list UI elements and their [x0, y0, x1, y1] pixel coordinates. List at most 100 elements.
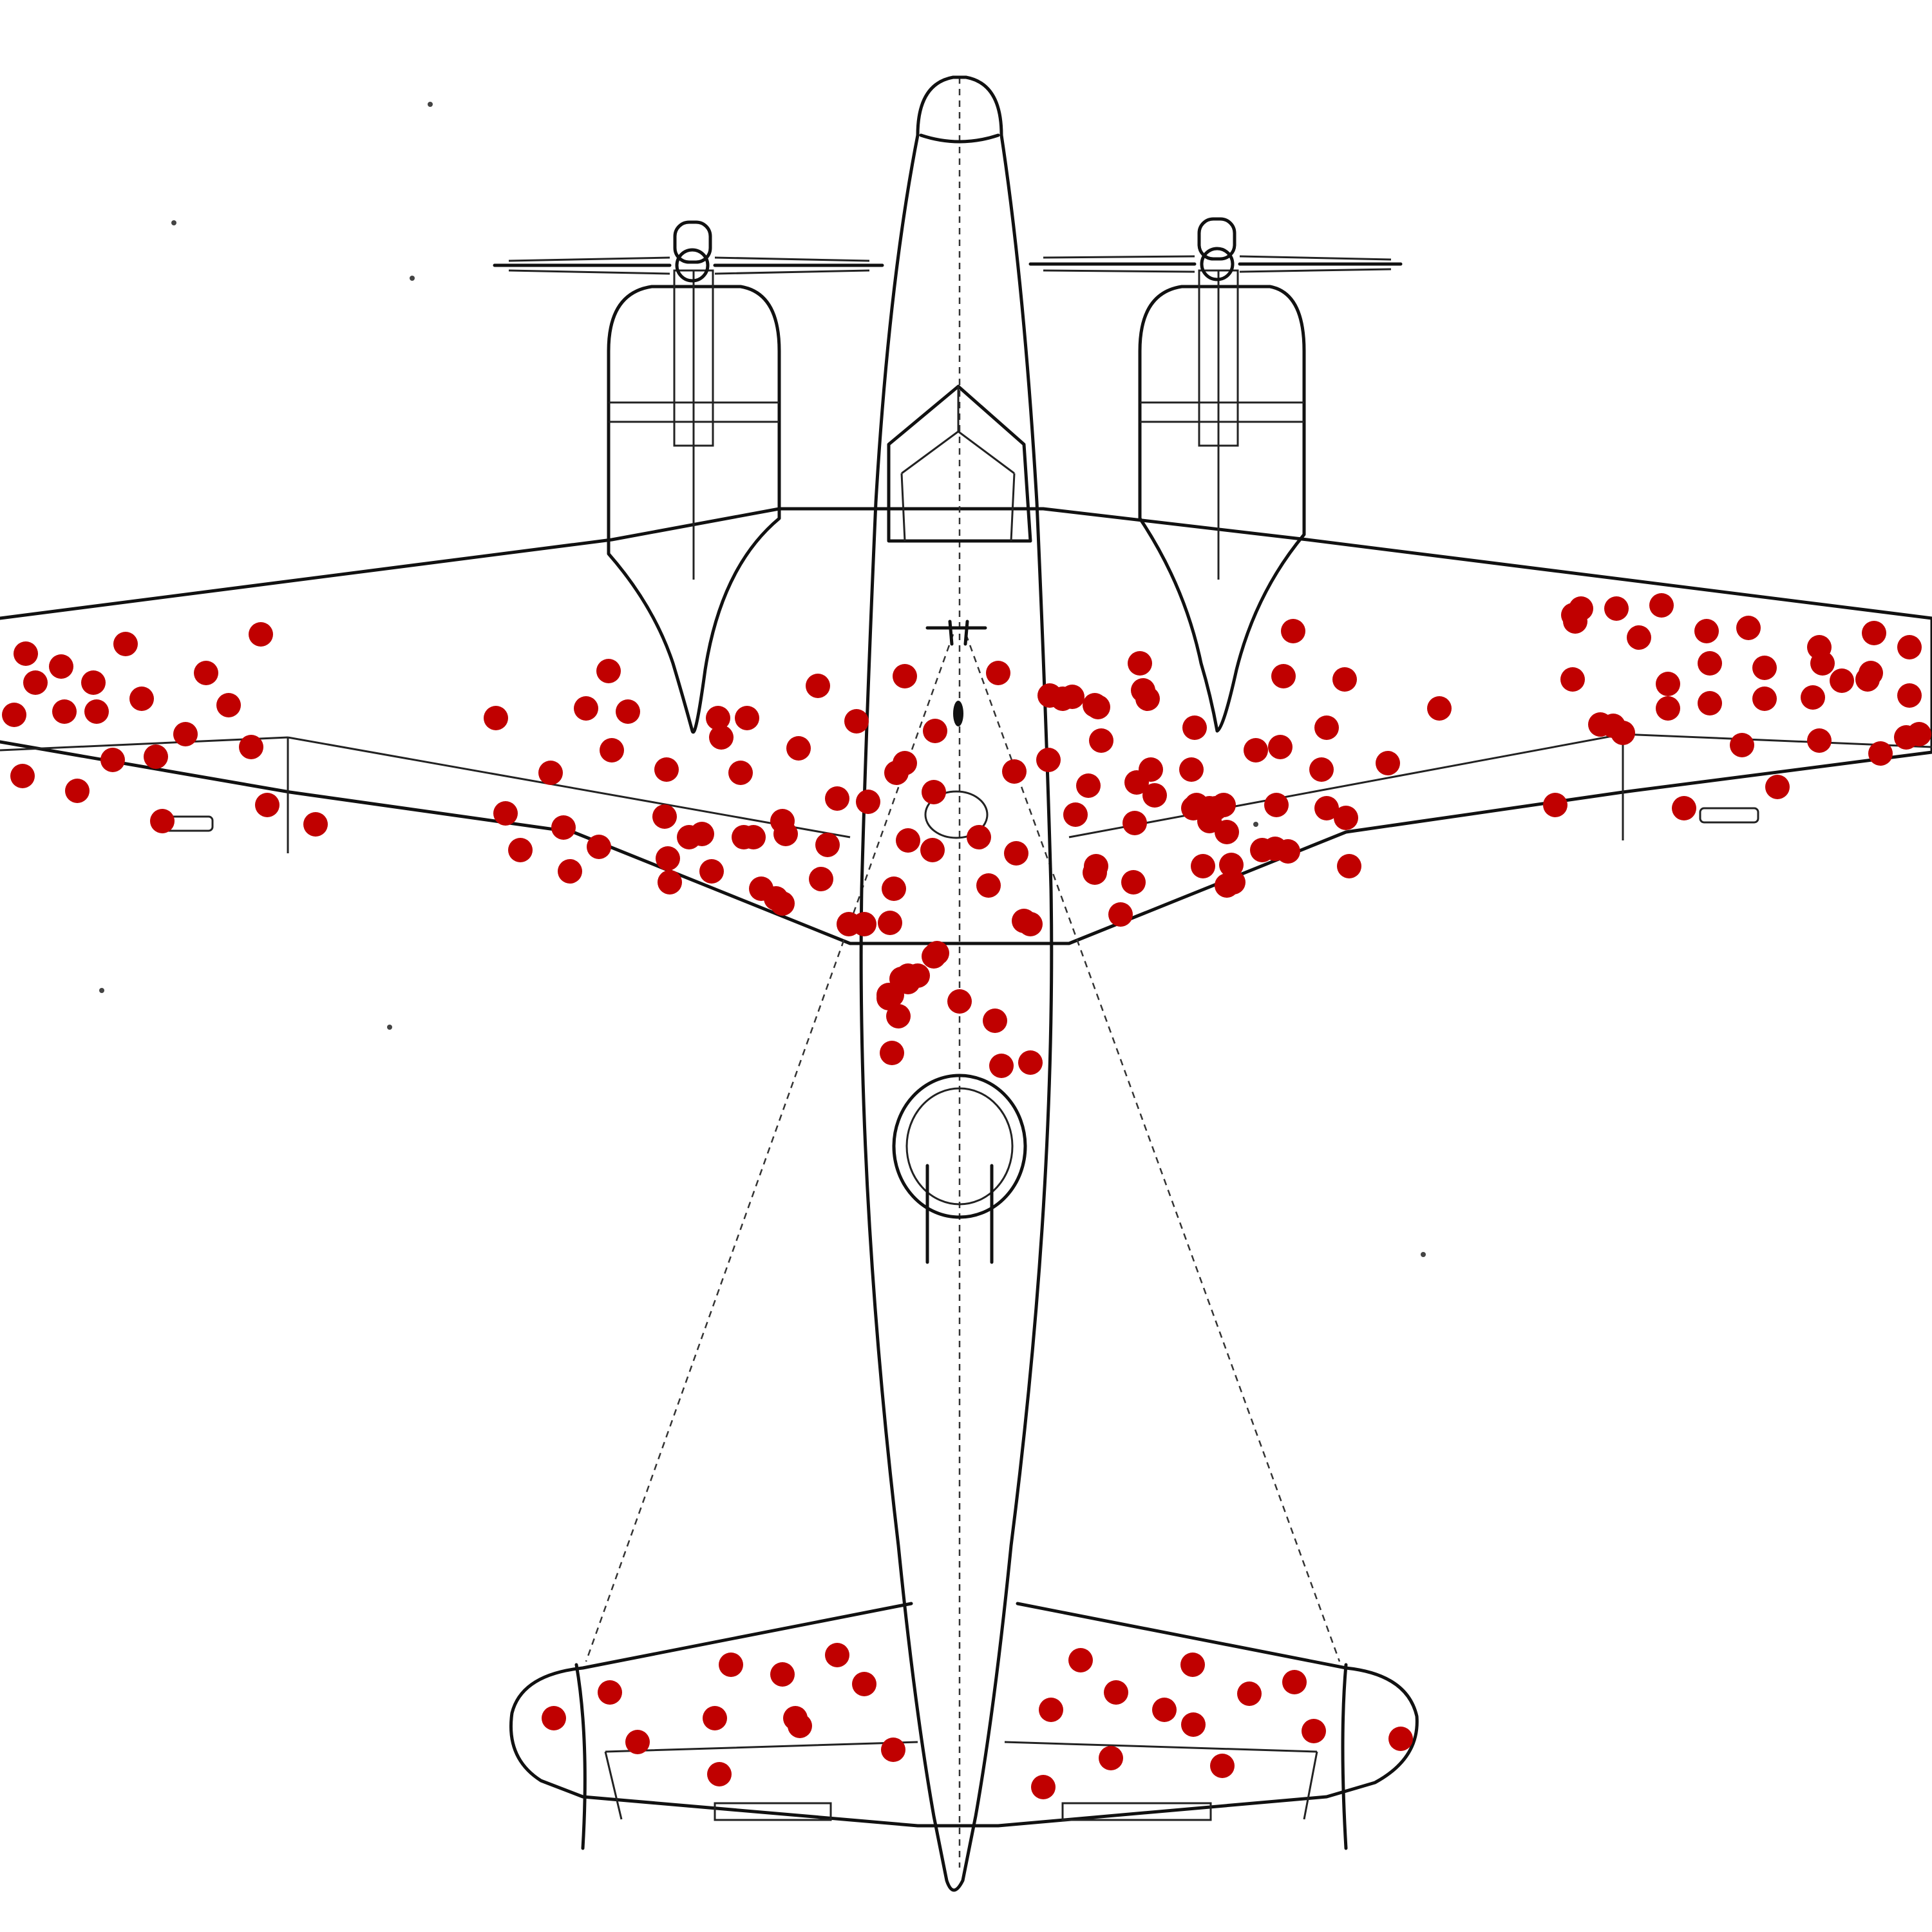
damage-marker — [1282, 1670, 1307, 1694]
damage-marker — [542, 1706, 566, 1730]
damage-marker — [728, 761, 753, 785]
damage-marker — [856, 790, 880, 814]
damage-marker — [129, 687, 154, 711]
damage-marker — [967, 825, 991, 849]
right-engine — [1028, 217, 1403, 733]
damage-marker — [1862, 621, 1886, 645]
damage-marker — [493, 801, 518, 826]
damage-marker — [1627, 625, 1651, 650]
damage-marker — [1560, 667, 1585, 692]
damage-marker — [1121, 870, 1146, 895]
damage-marker — [1730, 733, 1754, 757]
damage-marker — [825, 1643, 849, 1667]
damage-marker — [65, 779, 90, 803]
damage-marker — [1128, 651, 1152, 676]
damage-marker — [889, 967, 914, 991]
damage-marker — [1807, 728, 1832, 753]
damage-marker — [144, 744, 168, 769]
damage-marker — [1801, 685, 1825, 710]
damage-marker — [1907, 722, 1931, 746]
damage-marker — [986, 661, 1010, 685]
damage-marker — [1244, 738, 1268, 762]
damage-marker — [150, 809, 175, 833]
damage-marker — [113, 632, 138, 656]
guide-lines — [585, 77, 1341, 1868]
damage-marker — [1314, 796, 1339, 820]
damage-marker — [1694, 619, 1719, 643]
damage-marker — [656, 846, 680, 871]
tailplane — [509, 1602, 1419, 1850]
damage-marker — [976, 873, 1001, 898]
main-wing — [0, 507, 1932, 945]
damage-marker — [84, 699, 109, 724]
damage-marker — [1334, 806, 1358, 830]
damage-marker — [690, 822, 714, 846]
damage-marker — [1752, 656, 1777, 680]
damage-marker — [923, 719, 947, 743]
damage-marker — [1215, 873, 1239, 898]
damage-marker — [658, 870, 682, 895]
damage-marker — [881, 1738, 905, 1762]
damage-marker — [1897, 635, 1922, 659]
damage-marker — [1656, 672, 1680, 696]
damage-marker — [1604, 596, 1629, 621]
damage-marker — [616, 699, 640, 724]
damage-marker — [1135, 687, 1160, 711]
damage-marker — [1332, 667, 1357, 692]
damage-marker — [1250, 838, 1274, 862]
damage-marker — [1543, 793, 1567, 817]
damage-marker — [1152, 1698, 1177, 1722]
damage-marker — [596, 659, 621, 683]
damage-marker — [1309, 757, 1334, 782]
damage-marker — [255, 793, 279, 817]
damage-marker — [1656, 696, 1680, 721]
damage-marker — [878, 911, 902, 935]
damage-marker — [989, 1054, 1014, 1078]
damage-marker — [1276, 839, 1300, 864]
damage-marker — [1765, 775, 1790, 799]
damage-marker — [1004, 841, 1028, 866]
damage-marker — [1830, 668, 1854, 693]
damage-marker — [249, 622, 273, 647]
damage-marker — [1191, 854, 1215, 878]
damage-marker — [1302, 1719, 1326, 1743]
damage-marker — [538, 761, 563, 785]
damage-marker — [1210, 1754, 1235, 1778]
damage-marker — [1237, 1681, 1262, 1706]
damage-marker — [239, 735, 263, 759]
damage-marker — [1337, 854, 1361, 878]
damage-marker — [303, 812, 328, 837]
damage-marker — [598, 1680, 622, 1705]
damage-marker — [1649, 593, 1674, 618]
damage-marker — [706, 706, 730, 730]
damage-marker — [1698, 651, 1722, 676]
damage-marker — [735, 706, 759, 730]
damage-marker — [707, 1762, 732, 1786]
damage-marker — [1181, 1712, 1206, 1737]
damage-marker — [1611, 721, 1635, 745]
damage-marker — [809, 867, 833, 891]
damage-marker — [1018, 1050, 1043, 1075]
damage-marker — [1752, 687, 1777, 711]
damage-marker — [1810, 651, 1835, 676]
damage-marker — [896, 828, 920, 853]
damage-marker — [216, 693, 241, 717]
damage-marker — [551, 815, 576, 840]
damage-marker — [173, 722, 198, 746]
damage-marker — [484, 706, 508, 730]
damage-marker — [922, 780, 946, 804]
damage-marker — [770, 1662, 795, 1687]
damage-marker — [1122, 811, 1147, 835]
damage-marker — [1182, 715, 1207, 740]
damage-marker — [52, 699, 77, 724]
damage-marker — [625, 1730, 650, 1754]
damage-marker — [893, 751, 917, 775]
damage-marker — [652, 804, 677, 829]
damage-marker — [1180, 1653, 1205, 1677]
damage-marker — [1859, 661, 1883, 685]
damage-marker — [1271, 664, 1296, 688]
damage-marker — [1376, 751, 1400, 775]
damage-marker — [1089, 728, 1113, 753]
left-engine — [493, 220, 884, 734]
